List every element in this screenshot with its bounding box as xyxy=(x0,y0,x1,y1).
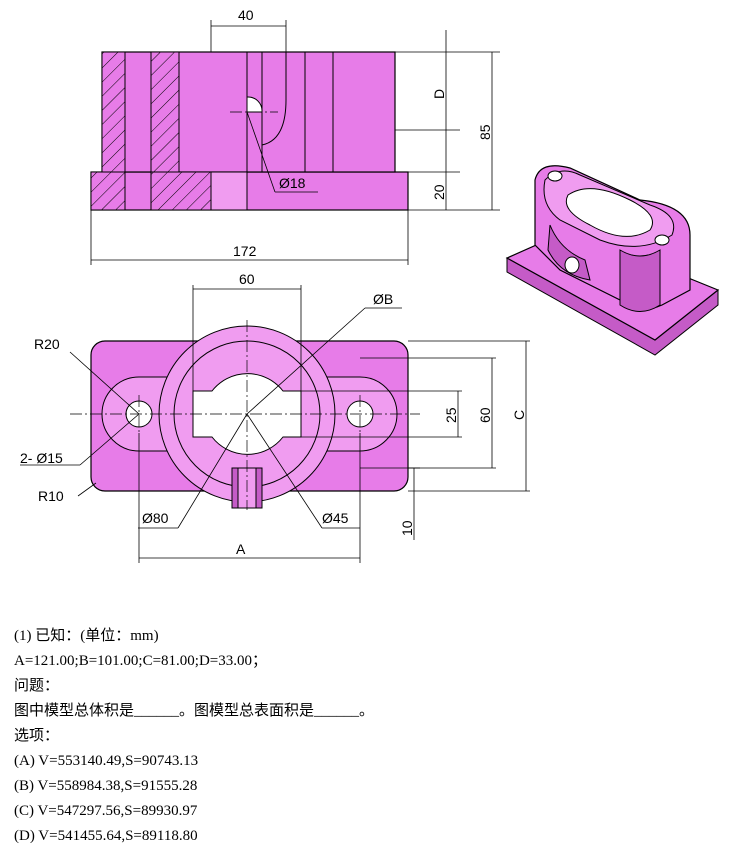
dim-10: 10 xyxy=(399,520,415,536)
dim-172: 172 xyxy=(233,243,257,259)
dim-60-right: 60 xyxy=(477,407,493,423)
top-view: 60 ØB R20 2- Ø15 R10 Ø80 Ø45 25 60 xyxy=(20,271,530,563)
option-B[interactable]: (B) V=558984.38,S=91555.28 xyxy=(14,778,198,794)
dim-dia18: Ø18 xyxy=(279,175,306,191)
dim-D: D xyxy=(431,89,447,99)
front-view: 40 D 85 20 Ø18 172 xyxy=(90,7,500,265)
dim-85: 85 xyxy=(477,124,493,140)
question-line-prompt: 图中模型总体积是______。图模型总表面积是______。 xyxy=(14,703,375,719)
technical-drawing: 40 D 85 20 Ø18 172 xyxy=(20,7,720,563)
dim-C: C xyxy=(511,410,527,420)
dim-20: 20 xyxy=(431,184,447,200)
question-block: (1) 已知：(单位：mm) A=121.00;B=101.00;C=81.00… xyxy=(14,624,714,849)
dim-25: 25 xyxy=(443,407,459,423)
dim-diaB: ØB xyxy=(373,291,393,307)
dim-dia80: Ø80 xyxy=(142,510,169,526)
dim-60-top: 60 xyxy=(239,271,255,287)
option-D[interactable]: (D) V=541455.64,S=89118.80 xyxy=(14,828,198,844)
question-line-label: 问题： xyxy=(14,678,60,694)
dim-A: A xyxy=(236,541,246,557)
dim-R20: R20 xyxy=(34,336,60,352)
dim-2dia15: 2- Ø15 xyxy=(20,450,63,466)
question-line-values: A=121.00;B=101.00;C=81.00;D=33.00； xyxy=(14,653,268,669)
dim-dia45: Ø45 xyxy=(322,510,349,526)
front-base xyxy=(90,171,409,211)
option-C[interactable]: (C) V=547297.56,S=89930.97 xyxy=(14,803,198,819)
question-line-options-label: 选项： xyxy=(14,728,60,744)
dim-R10: R10 xyxy=(38,488,64,504)
isometric-view xyxy=(505,165,720,356)
question-line-known: (1) 已知：(单位：mm) xyxy=(14,628,159,644)
option-A[interactable]: (A) V=553140.49,S=90743.13 xyxy=(14,753,199,769)
dim-40: 40 xyxy=(238,7,254,23)
